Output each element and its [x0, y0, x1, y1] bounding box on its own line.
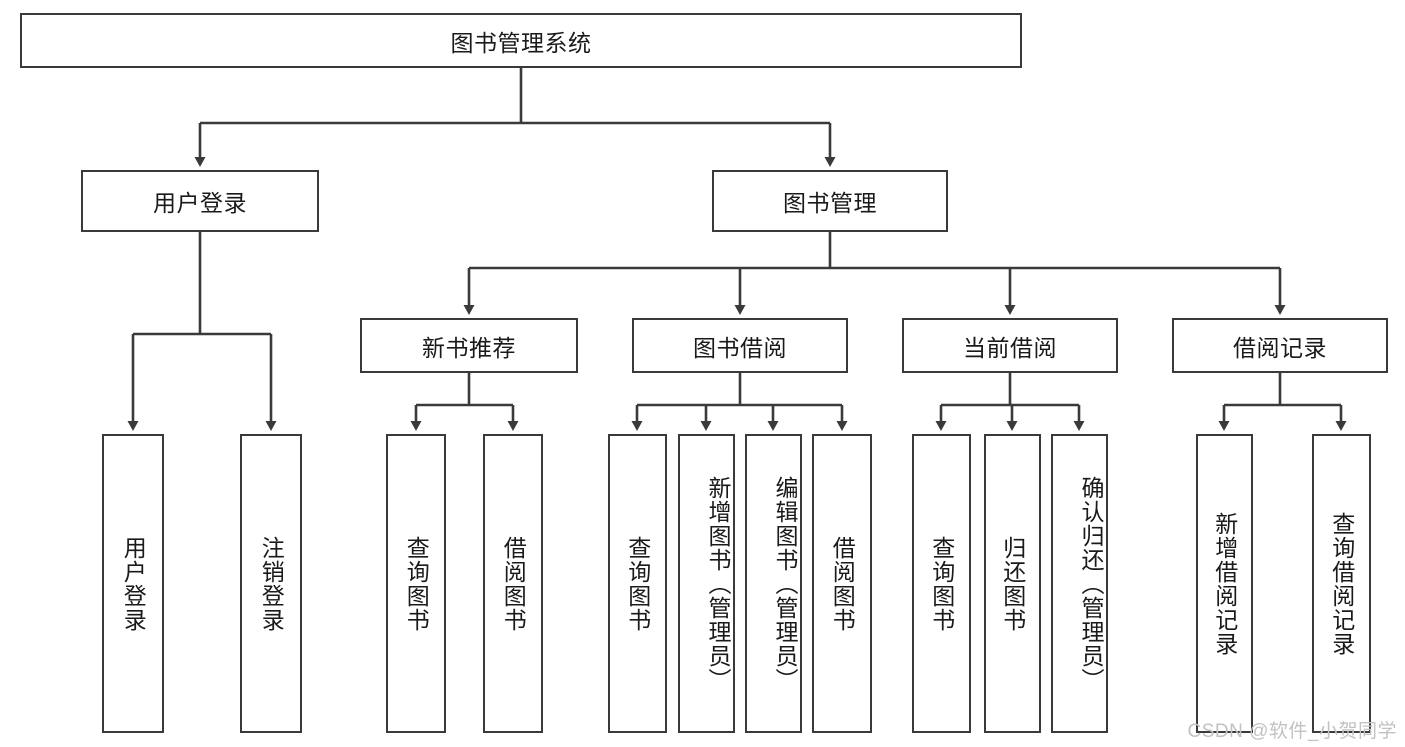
leaf-borrow-book-recommend[interactable]: 借阅图书 [483, 434, 543, 733]
leaf-query-book-borrow[interactable]: 查询图书 [608, 434, 667, 733]
watermark-text: CSDN @软件_小贺同学 [1187, 721, 1397, 742]
leaf-edit-book-admin[interactable]: 编辑图书（管理员） [745, 434, 802, 733]
leaf-query-book-current[interactable]: 查询图书 [912, 434, 971, 733]
node-new-book-recommend[interactable]: 新书推荐 [360, 318, 578, 373]
node-book-borrow[interactable]: 图书借阅 [632, 318, 848, 373]
node-book-management[interactable]: 图书管理 [712, 170, 948, 232]
leaf-query-borrow-record[interactable]: 查询借阅记录 [1312, 434, 1371, 733]
node-current-borrow[interactable]: 当前借阅 [902, 318, 1118, 373]
leaf-user-logout[interactable]: 注销登录 [240, 434, 302, 733]
leaf-confirm-return-admin[interactable]: 确认归还（管理员） [1051, 434, 1108, 733]
leaf-borrow-book[interactable]: 借阅图书 [812, 434, 872, 733]
leaf-add-book-admin[interactable]: 新增图书（管理员） [678, 434, 735, 733]
node-borrow-record[interactable]: 借阅记录 [1172, 318, 1388, 373]
leaf-return-book[interactable]: 归还图书 [984, 434, 1041, 733]
leaf-user-login[interactable]: 用户登录 [102, 434, 164, 733]
node-root[interactable]: 图书管理系统 [20, 13, 1022, 68]
leaf-add-borrow-record[interactable]: 新增借阅记录 [1196, 434, 1253, 733]
leaf-query-book-recommend[interactable]: 查询图书 [386, 434, 446, 733]
node-user-login[interactable]: 用户登录 [81, 170, 319, 232]
